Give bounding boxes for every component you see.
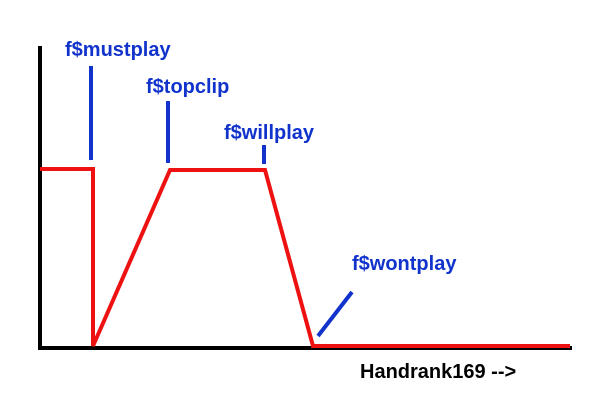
marker-labels: f$mustplay f$topclip f$willplay f$wontpl… bbox=[65, 39, 457, 275]
wontplay-label: f$wontplay bbox=[352, 253, 457, 275]
play-curve bbox=[40, 167, 570, 348]
wontplay-marker-line bbox=[316, 290, 354, 338]
willplay-label: f$willplay bbox=[224, 122, 315, 144]
x-axis-label: Handrank169 --> bbox=[360, 361, 516, 383]
topclip-label: f$topclip bbox=[146, 76, 229, 98]
mustplay-label: f$mustplay bbox=[65, 39, 171, 61]
marker-lines bbox=[89, 66, 354, 338]
axes bbox=[38, 46, 572, 350]
